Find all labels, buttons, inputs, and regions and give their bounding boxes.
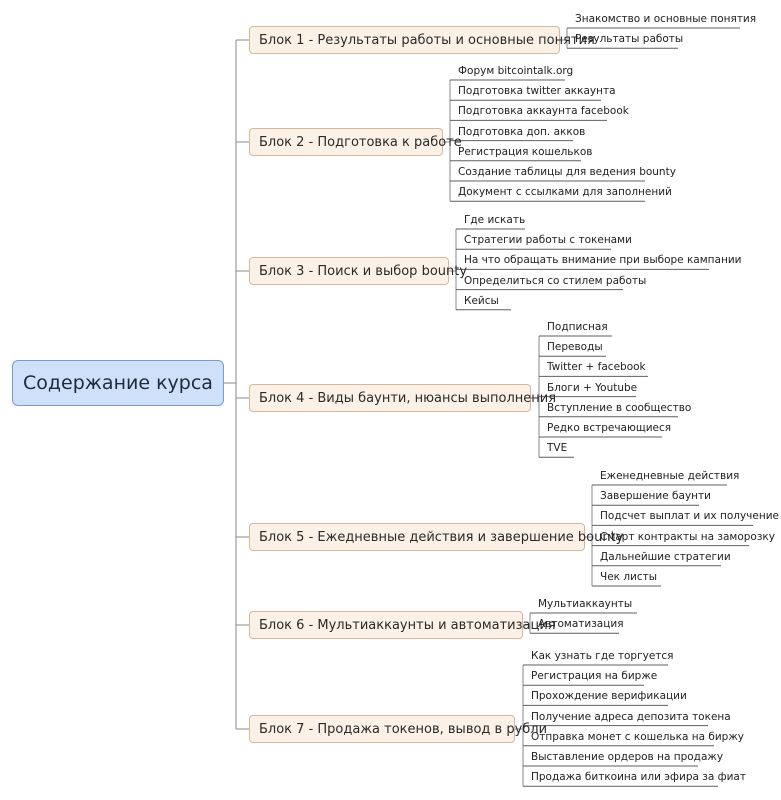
subtopic-item[interactable]: Блоги + Youtube (547, 381, 638, 394)
subtopic-item[interactable]: Документ с ссылками для заполнений (458, 186, 672, 199)
subtopic-item[interactable]: Подготовка twitter аккаунта (458, 85, 616, 98)
subtopic-item[interactable]: Где искать (464, 214, 526, 226)
subtopic-item[interactable]: Подготовка аккаунта facebook (458, 105, 629, 118)
subtopic-item[interactable]: Создание таблицы для ведения bounty (458, 166, 676, 178)
subtopic-item[interactable]: Переводы (547, 341, 603, 354)
subtopic-item[interactable]: Получение адреса депозита токена (531, 710, 731, 723)
subtopic-item[interactable]: Стратегии работы с токенами (464, 234, 632, 247)
subtopic-item[interactable]: Кейсы (464, 294, 499, 307)
subtopic-item[interactable]: Регистрация кошельков (458, 145, 593, 158)
block-topic-4[interactable]: Блок 4 - Виды баунти, нюансы выполнения (249, 384, 556, 412)
subtopic-item[interactable]: Подсчет выплат и их получение (600, 510, 779, 523)
subtopic-item[interactable]: Выставление ордеров на продажу (531, 751, 724, 763)
block-topic-3[interactable]: Блок 3 - Поиск и выбор bounty (249, 257, 467, 285)
block-topic-1[interactable]: Блок 1 - Результаты работы и основные по… (249, 26, 595, 54)
subtopic-item[interactable]: Завершение баунти (600, 490, 711, 503)
block-topic-2[interactable]: Блок 2 - Подготовка к работе (249, 128, 462, 156)
subtopic-item[interactable]: Вступление в сообщество (547, 401, 692, 414)
subtopic-item[interactable]: Чек листы (600, 571, 658, 583)
block-topic-5[interactable]: Блок 5 - Ежедневные действия и завершени… (249, 523, 623, 551)
subtopic-item[interactable]: Как узнать где торгуется (531, 650, 674, 662)
subtopic-item[interactable]: Мультиаккаунты (538, 598, 633, 610)
subtopic-item[interactable]: Редко встречающиеся (547, 422, 672, 434)
subtopic-item[interactable]: Подготовка доп. акков (458, 125, 586, 138)
subtopic-item[interactable]: Продажа биткоина или эфира за фиат (531, 771, 746, 784)
block-topic-6[interactable]: Блок 6 - Мультиаккаунты и автоматизация (249, 611, 556, 639)
subtopic-item[interactable]: TVE (547, 442, 568, 455)
subtopic-item[interactable]: На что обращать внимание при выборе камп… (464, 254, 742, 267)
subtopic-item[interactable]: Знакомство и основные понятия (575, 13, 757, 25)
subtopic-item[interactable]: Twitter + facebook (547, 361, 646, 374)
subtopic-item[interactable]: Еженедневные действия (600, 470, 740, 482)
subtopic-item[interactable]: Отправка монет с кошелька на биржу (531, 730, 745, 743)
subtopic-item[interactable]: Определиться со стилем работы (464, 274, 647, 287)
subtopic-item[interactable]: Прохождение верификации (531, 690, 687, 703)
root-topic[interactable]: Содержание курса (12, 360, 224, 406)
subtopic-item[interactable]: Дальнейшие стратегии (600, 550, 731, 563)
subtopic-item[interactable]: Регистрация на бирже (531, 670, 658, 683)
subtopic-item[interactable]: Форум bitcointalk.org (458, 65, 574, 77)
subtopic-item[interactable]: Подписная (547, 321, 608, 333)
subtopic-item[interactable]: Результаты работы (575, 33, 684, 46)
subtopic-item[interactable]: Автоматизация (538, 618, 624, 631)
block-topic-7[interactable]: Блок 7 - Продажа токенов, вывод в рубли (249, 715, 547, 743)
subtopic-item[interactable]: Смарт контракты на заморозку (600, 530, 775, 543)
